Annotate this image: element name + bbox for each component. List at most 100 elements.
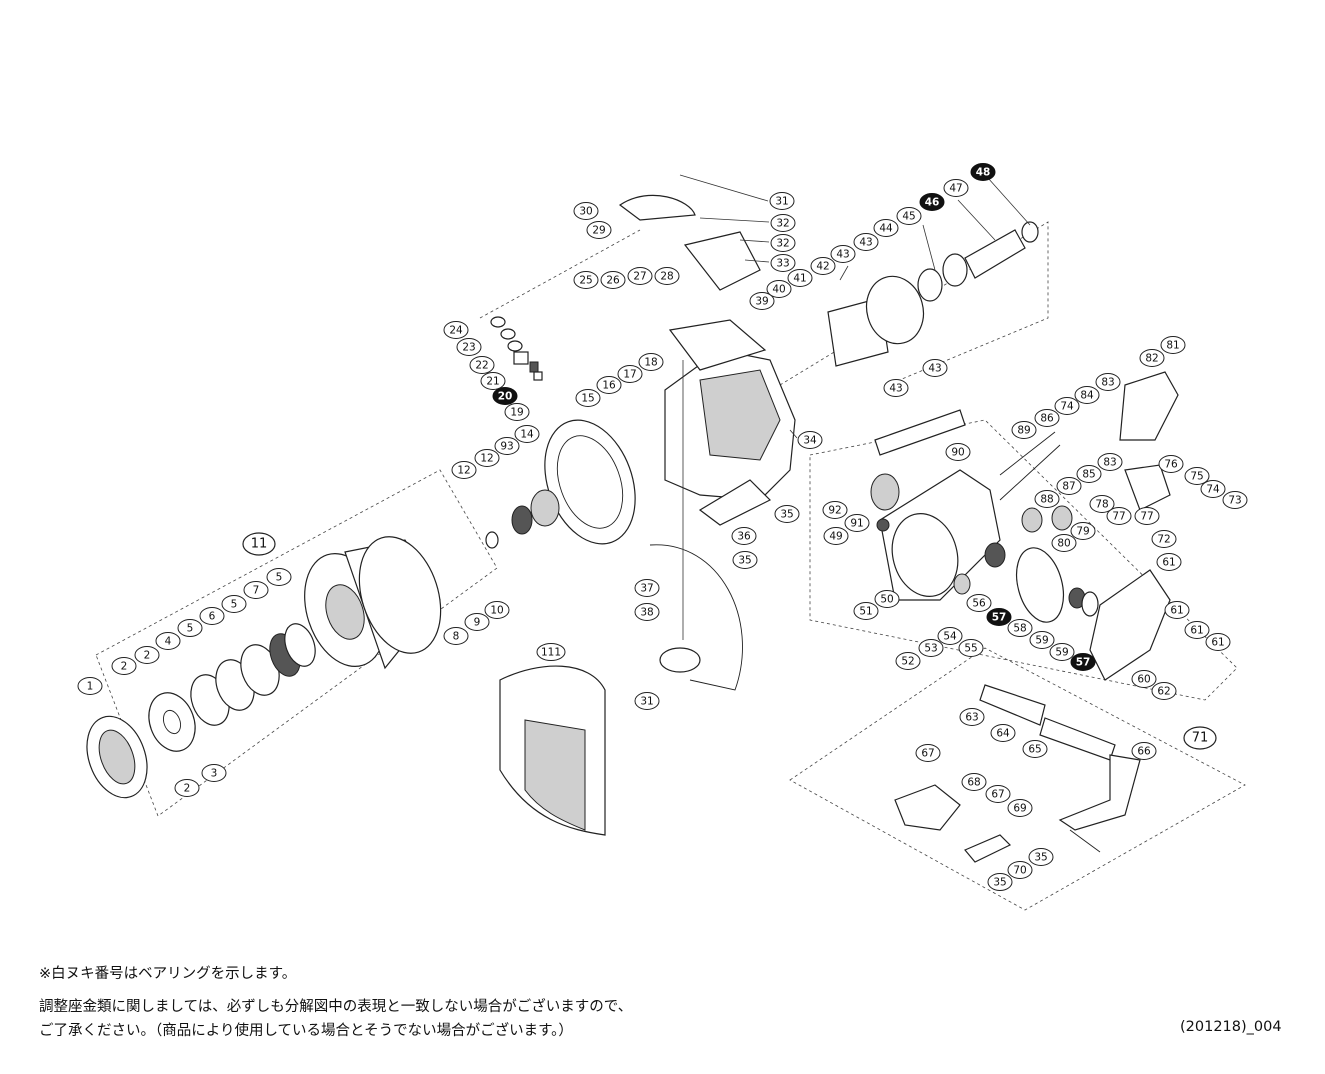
part-label-33[interactable]: 33 bbox=[770, 254, 796, 272]
part-label-47[interactable]: 47 bbox=[943, 179, 969, 197]
part-label-29[interactable]: 29 bbox=[586, 221, 612, 239]
part-label-24[interactable]: 24 bbox=[443, 321, 469, 339]
part-label-54[interactable]: 54 bbox=[937, 627, 963, 645]
part-label-43d[interactable]: 43 bbox=[922, 359, 948, 377]
part-label-63[interactable]: 63 bbox=[959, 708, 985, 726]
part-label-82[interactable]: 82 bbox=[1139, 349, 1165, 367]
part-label-67a[interactable]: 67 bbox=[915, 744, 941, 762]
part-label-50[interactable]: 50 bbox=[874, 590, 900, 608]
part-label-77a[interactable]: 77 bbox=[1106, 507, 1132, 525]
part-label-75[interactable]: 75 bbox=[1184, 467, 1210, 485]
part-label-57b[interactable]: 57 bbox=[1070, 653, 1096, 671]
part-label-62[interactable]: 62 bbox=[1151, 682, 1177, 700]
part-label-93[interactable]: 93 bbox=[494, 437, 520, 455]
part-label-30[interactable]: 30 bbox=[573, 202, 599, 220]
part-label-59b[interactable]: 59 bbox=[1049, 643, 1075, 661]
part-label-65[interactable]: 65 bbox=[1022, 740, 1048, 758]
part-label-25[interactable]: 25 bbox=[573, 271, 599, 289]
part-label-76[interactable]: 76 bbox=[1158, 455, 1184, 473]
part-label-66[interactable]: 66 bbox=[1131, 742, 1157, 760]
part-label-43b[interactable]: 43 bbox=[853, 233, 879, 251]
part-label-57a[interactable]: 57 bbox=[986, 608, 1012, 626]
part-label-91[interactable]: 91 bbox=[844, 514, 870, 532]
part-label-90[interactable]: 90 bbox=[945, 443, 971, 461]
part-label-51[interactable]: 51 bbox=[853, 602, 879, 620]
part-label-2a[interactable]: 2 bbox=[111, 657, 137, 675]
part-label-88[interactable]: 88 bbox=[1034, 490, 1060, 508]
part-label-1[interactable]: 1 bbox=[77, 677, 103, 695]
part-label-52[interactable]: 52 bbox=[895, 652, 921, 670]
part-label-22[interactable]: 22 bbox=[469, 356, 495, 374]
part-label-2b[interactable]: 2 bbox=[134, 646, 160, 664]
part-label-70[interactable]: 70 bbox=[1007, 861, 1033, 879]
part-label-17[interactable]: 17 bbox=[617, 365, 643, 383]
part-label-81[interactable]: 81 bbox=[1160, 336, 1186, 354]
part-label-3[interactable]: 3 bbox=[201, 764, 227, 782]
part-label-74a[interactable]: 74 bbox=[1054, 397, 1080, 415]
part-label-35b[interactable]: 35 bbox=[732, 551, 758, 569]
part-label-27[interactable]: 27 bbox=[627, 267, 653, 285]
part-label-43a[interactable]: 43 bbox=[830, 245, 856, 263]
part-label-73[interactable]: 73 bbox=[1222, 491, 1248, 509]
part-label-61c[interactable]: 61 bbox=[1184, 621, 1210, 639]
part-label-48[interactable]: 48 bbox=[970, 163, 996, 181]
part-label-85[interactable]: 85 bbox=[1076, 465, 1102, 483]
part-label-5c[interactable]: 5 bbox=[266, 568, 292, 586]
part-label-2c[interactable]: 2 bbox=[174, 779, 200, 797]
part-label-43c[interactable]: 43 bbox=[883, 379, 909, 397]
part-label-83a[interactable]: 83 bbox=[1095, 373, 1121, 391]
part-label-67b[interactable]: 67 bbox=[985, 785, 1011, 803]
assembly-label-11[interactable]: 11 bbox=[242, 532, 276, 556]
part-label-32a[interactable]: 32 bbox=[770, 214, 796, 232]
part-label-78[interactable]: 78 bbox=[1089, 495, 1115, 513]
part-label-5a[interactable]: 5 bbox=[177, 619, 203, 637]
part-label-60[interactable]: 60 bbox=[1131, 670, 1157, 688]
part-label-40[interactable]: 40 bbox=[766, 280, 792, 298]
part-label-18[interactable]: 18 bbox=[638, 353, 664, 371]
part-label-16[interactable]: 16 bbox=[596, 376, 622, 394]
part-label-21[interactable]: 21 bbox=[480, 372, 506, 390]
part-label-55[interactable]: 55 bbox=[958, 639, 984, 657]
part-label-83b[interactable]: 83 bbox=[1097, 453, 1123, 471]
part-label-87[interactable]: 87 bbox=[1056, 477, 1082, 495]
part-label-4[interactable]: 4 bbox=[155, 632, 181, 650]
part-label-61a[interactable]: 61 bbox=[1156, 553, 1182, 571]
part-label-58[interactable]: 58 bbox=[1007, 619, 1033, 637]
part-label-31b[interactable]: 31 bbox=[634, 692, 660, 710]
part-label-14[interactable]: 14 bbox=[514, 425, 540, 443]
part-label-10[interactable]: 10 bbox=[484, 601, 510, 619]
part-label-36[interactable]: 36 bbox=[731, 527, 757, 545]
part-label-61d[interactable]: 61 bbox=[1205, 633, 1231, 651]
part-label-19[interactable]: 19 bbox=[504, 403, 530, 421]
part-label-12a[interactable]: 12 bbox=[451, 461, 477, 479]
part-label-53[interactable]: 53 bbox=[918, 639, 944, 657]
part-label-89[interactable]: 89 bbox=[1011, 421, 1037, 439]
part-label-56[interactable]: 56 bbox=[966, 594, 992, 612]
part-label-35d[interactable]: 35 bbox=[987, 873, 1013, 891]
part-label-28[interactable]: 28 bbox=[654, 267, 680, 285]
part-label-80[interactable]: 80 bbox=[1051, 534, 1077, 552]
part-label-23[interactable]: 23 bbox=[456, 338, 482, 356]
part-label-74b[interactable]: 74 bbox=[1200, 480, 1226, 498]
part-label-92[interactable]: 92 bbox=[822, 501, 848, 519]
part-label-79[interactable]: 79 bbox=[1070, 522, 1096, 540]
part-label-61b[interactable]: 61 bbox=[1164, 601, 1190, 619]
part-label-8[interactable]: 8 bbox=[443, 627, 469, 645]
part-label-64[interactable]: 64 bbox=[990, 724, 1016, 742]
part-label-46[interactable]: 46 bbox=[919, 193, 945, 211]
assembly-label-71[interactable]: 71 bbox=[1183, 726, 1217, 750]
part-label-69[interactable]: 69 bbox=[1007, 799, 1033, 817]
part-label-42[interactable]: 42 bbox=[810, 257, 836, 275]
part-label-38[interactable]: 38 bbox=[634, 603, 660, 621]
part-label-35a[interactable]: 35 bbox=[774, 505, 800, 523]
part-label-26[interactable]: 26 bbox=[600, 271, 626, 289]
part-label-5b[interactable]: 5 bbox=[221, 595, 247, 613]
part-label-86[interactable]: 86 bbox=[1034, 409, 1060, 427]
part-label-84[interactable]: 84 bbox=[1074, 386, 1100, 404]
part-label-45[interactable]: 45 bbox=[896, 207, 922, 225]
part-label-44[interactable]: 44 bbox=[873, 219, 899, 237]
part-label-35c[interactable]: 35 bbox=[1028, 848, 1054, 866]
part-label-77b[interactable]: 77 bbox=[1134, 507, 1160, 525]
part-label-32b[interactable]: 32 bbox=[770, 234, 796, 252]
part-label-39[interactable]: 39 bbox=[749, 292, 775, 310]
